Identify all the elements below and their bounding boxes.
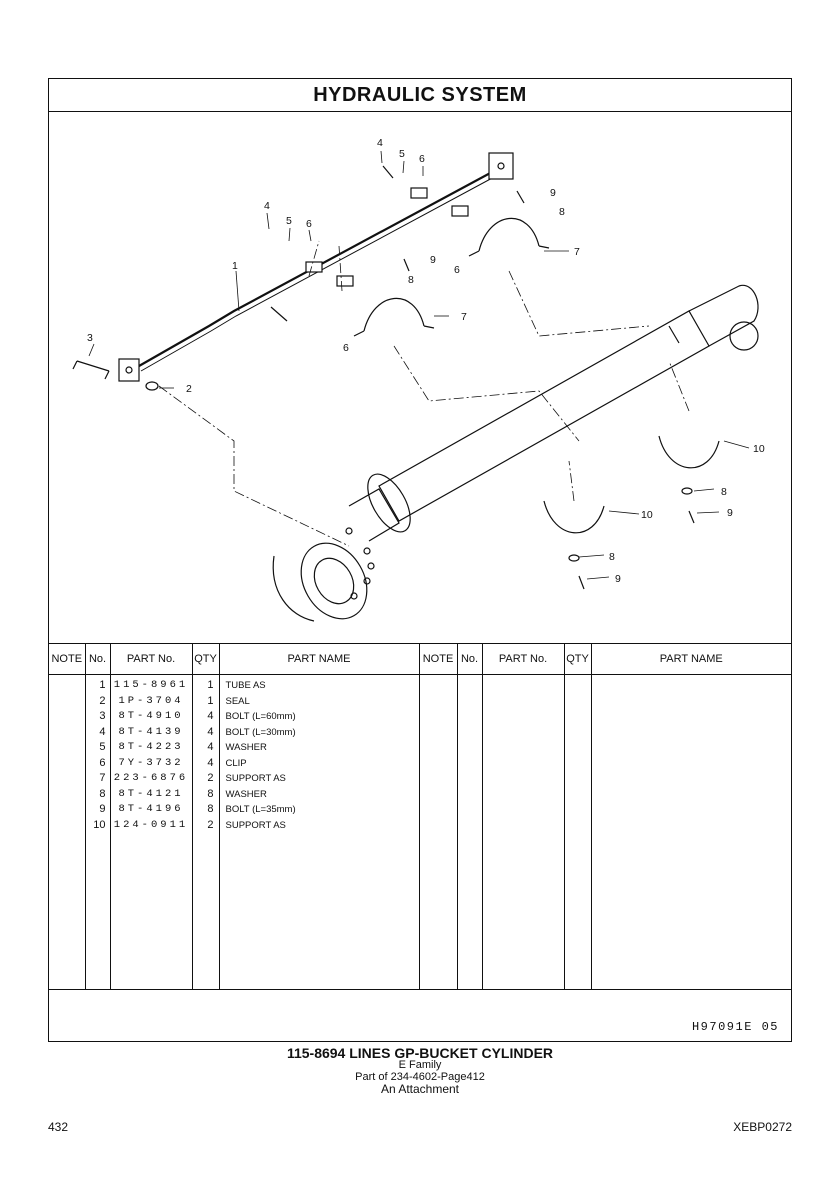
col-qty-right: QTY [563, 644, 591, 675]
table-cell-name: BOLT (L=30mm) [225, 726, 296, 738]
callout-10a: 10 [753, 443, 765, 455]
table-cell-part-no: 8T-4121 [118, 787, 184, 800]
col-part-no: PART No. [109, 644, 192, 675]
table-cell-name: BOLT (L=60mm) [225, 711, 296, 722]
callout-8b: 8 [559, 206, 565, 218]
table-cell-name: TUBE AS [225, 680, 266, 691]
callout-9a: 9 [430, 254, 436, 266]
table-cell-part-no: 223-6876 [113, 772, 189, 784]
table-cell-name: SUPPORT AS [225, 819, 286, 831]
table-cell-no: 8 [99, 787, 106, 800]
table-cell-part-no: 8T-4196 [118, 803, 184, 815]
qty-column: 1 1 4 4 4 4 2 8 8 2 [191, 674, 219, 990]
caption-family: E Family [398, 1059, 442, 1071]
caption-part-of: Part of 234-4602-Page412 [355, 1071, 485, 1083]
table-cell-qty: 4 [207, 725, 214, 738]
table-cell-name: BOLT (L=35mm) [225, 804, 296, 815]
callout-10b: 10 [641, 509, 653, 521]
qty-column-right [563, 674, 591, 990]
col-part-name-right: PART NAME [590, 644, 791, 675]
table-cell-name: SEAL [225, 695, 250, 707]
part-no-column-right [481, 674, 564, 990]
table-cell-no: 10 [93, 818, 106, 831]
callout-2: 2 [186, 383, 192, 395]
table-cell-no: 7 [99, 772, 106, 784]
table-cell-qty: 4 [207, 756, 214, 769]
col-no-right: No. [456, 644, 482, 675]
col-note-right: NOTE [418, 644, 457, 675]
table-cell-name: WASHER [225, 742, 267, 753]
note-column-right [418, 674, 457, 990]
callout-8c: 8 [721, 486, 727, 498]
callout-5a: 5 [286, 215, 292, 227]
page-frame: HYDRAULIC SYSTEM [48, 78, 792, 1042]
part-no-column: 115-8961 1P-3704 8T-4910 8T-4139 8T-4223 7Y-3… [109, 674, 192, 990]
part-name-column-right [590, 674, 791, 990]
table-cell-no: 4 [99, 725, 106, 738]
callout-8d: 8 [609, 551, 615, 563]
table-cell-no: 3 [99, 710, 106, 722]
no-column-right [456, 674, 482, 990]
col-qty: QTY [191, 644, 219, 675]
col-note: NOTE [49, 644, 85, 675]
table-cell-no: 1 [99, 679, 106, 691]
callout-1: 1 [232, 260, 238, 272]
drawing-svg: 1 2 3 4 4 5 5 6 6 6 6 7 7 8 8 8 8 9 9 9 … [72, 137, 765, 622]
table-cell-part-no: 115-8961 [113, 679, 189, 691]
table-cell-qty: 8 [207, 803, 214, 815]
callout-9b: 9 [550, 187, 556, 199]
caption-title: 115-8694 LINES GP-BUCKET CYLINDER [286, 1045, 554, 1061]
part-name-column: TUBE AS SEAL BOLT (L=60mm) BOLT (L=30mm) WAS… [218, 674, 419, 990]
callout-5b: 5 [399, 148, 405, 160]
table-cell-qty: 8 [207, 787, 214, 800]
table-cell-no: 5 [99, 741, 106, 753]
table-cell-no: 9 [99, 803, 106, 815]
table-cell-part-no: 1P-3704 [118, 694, 184, 707]
page-title: HYDRAULIC SYSTEM [49, 79, 791, 112]
table-cell-name: SUPPORT AS [225, 773, 286, 784]
note-column [49, 675, 85, 991]
callout-8a: 8 [408, 274, 414, 286]
callout-4b: 4 [377, 137, 383, 149]
table-cell-part-no: 8T-4223 [118, 741, 184, 753]
table-cell-qty: 4 [207, 741, 214, 753]
col-no: No. [84, 644, 110, 675]
table-cell-part-no: 8T-4139 [118, 725, 184, 738]
table-cell-part-no: 7Y-3732 [118, 756, 184, 769]
table-cell-no: 2 [99, 694, 106, 707]
callout-4a: 4 [264, 200, 270, 212]
table-cell-qty: 2 [207, 772, 214, 784]
page-number: 432 [48, 1120, 69, 1134]
table-cell-name: CLIP [225, 757, 247, 769]
callout-6d: 6 [454, 264, 460, 276]
callout-9c: 9 [727, 507, 733, 519]
table-body-row: 1 2 3 4 5 6 7 8 9 10 115-8961 1P-3704 8T-4910 8T-413… [49, 674, 791, 991]
col-part-no-right: PART No. [481, 644, 564, 675]
table-cell-no: 6 [99, 756, 106, 769]
no-column: 1 2 3 4 5 6 7 8 9 10 [84, 674, 110, 990]
exploded-view-drawing: 1 2 3 4 4 5 5 6 6 6 6 7 7 8 8 8 8 9 9 9 … [49, 111, 791, 643]
caption-attachment: An Attachment [380, 1082, 460, 1096]
callout-6c: 6 [343, 342, 349, 354]
table-cell-qty: 4 [207, 710, 214, 722]
callout-3: 3 [87, 332, 93, 344]
document-code: XEBP0272 [733, 1120, 792, 1134]
table-cell-name: WASHER [225, 788, 267, 800]
table-cell-qty: 2 [207, 818, 214, 831]
callout-6a: 6 [306, 218, 312, 230]
callout-9d: 9 [615, 573, 621, 585]
callout-7a: 7 [461, 311, 467, 323]
table-cell-qty: 1 [207, 679, 214, 691]
table-cell-part-no: 8T-4910 [118, 710, 184, 722]
table-cell-part-no: 124-0911 [113, 818, 189, 831]
table-header-row: NOTE No. PART No. QTY PART NAME NOTE No.… [49, 644, 791, 675]
table-cell-qty: 1 [207, 694, 214, 707]
callout-6b: 6 [419, 153, 425, 165]
parts-table: NOTE No. PART No. QTY PART NAME NOTE No.… [49, 643, 791, 990]
col-part-name: PART NAME [218, 644, 419, 675]
footer-band: H97091E 05 [49, 989, 791, 1042]
callout-7b: 7 [574, 246, 580, 258]
drawing-code: H97091E 05 [691, 1020, 779, 1034]
